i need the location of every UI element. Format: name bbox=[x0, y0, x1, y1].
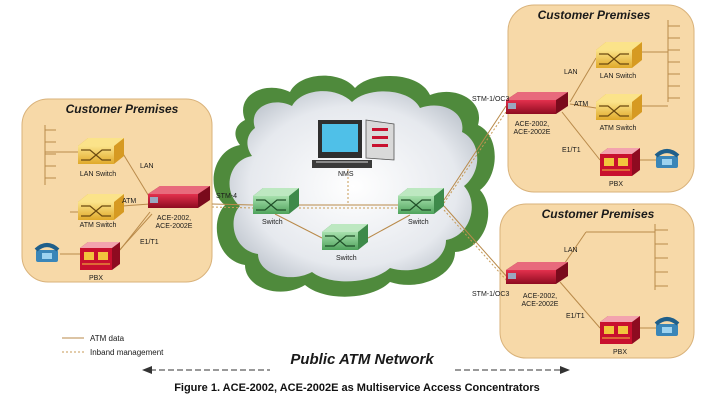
top-right-lan-switch-label: LAN Switch bbox=[600, 73, 636, 80]
bottom-right-premises-title: Customer Premises bbox=[542, 207, 655, 221]
left-ace-device-icon bbox=[148, 186, 210, 208]
bottom-right-ace-device-icon bbox=[506, 262, 568, 284]
top-right-ace-device-icon bbox=[506, 92, 568, 114]
left-atm-switch-icon bbox=[77, 193, 125, 221]
left-premises-panel bbox=[21, 98, 213, 283]
left-lan-switch-icon bbox=[77, 137, 125, 165]
atm-data-links bbox=[44, 20, 680, 329]
top-right-lan-switch-icon bbox=[595, 41, 643, 69]
switch-left-icon bbox=[252, 187, 300, 215]
legend: ATM data Inband management bbox=[62, 334, 164, 357]
bottom-right-lan-label: LAN bbox=[564, 247, 578, 254]
left-e1t1-label: E1/T1 bbox=[140, 239, 159, 246]
left-ace-label-1: ACE-2002, bbox=[157, 215, 191, 222]
top-right-premises-title: Customer Premises bbox=[538, 8, 651, 22]
bottom-right-ace-label-2: ACE-2002E bbox=[522, 301, 559, 308]
top-right-pbx-label: PBX bbox=[609, 181, 623, 188]
bottom-right-pbx-label: PBX bbox=[613, 349, 627, 356]
switch-right-icon bbox=[397, 187, 445, 215]
switch-right-label: Switch bbox=[408, 219, 429, 226]
switch-left-label: Switch bbox=[262, 219, 283, 226]
top-right-stm-label: STM-1/OC3 bbox=[472, 96, 509, 103]
top-right-pbx-icon bbox=[599, 147, 641, 177]
top-right-atm-label: ATM bbox=[574, 101, 588, 108]
public-atm-network-arrow bbox=[142, 366, 570, 374]
left-atm-label: ATM bbox=[122, 198, 136, 205]
bottom-right-premises-panel bbox=[499, 203, 695, 359]
left-pbx-label: PBX bbox=[89, 275, 103, 282]
atm-cloud-inner bbox=[229, 91, 478, 282]
public-atm-network-label: Public ATM Network bbox=[290, 351, 434, 368]
top-right-lan-label: LAN bbox=[564, 69, 578, 76]
switch-bottom-icon bbox=[321, 223, 369, 251]
left-ace-label-2: ACE-2002E bbox=[156, 223, 193, 230]
bottom-right-ace-label-1: ACE-2002, bbox=[523, 293, 557, 300]
top-right-atm-switch-icon bbox=[595, 93, 643, 121]
left-premises-title: Customer Premises bbox=[66, 102, 179, 116]
bottom-right-stm-label: STM-1/OC3 bbox=[472, 291, 509, 298]
top-right-atm-switch-label: ATM Switch bbox=[600, 125, 637, 132]
nms-workstation-icon bbox=[312, 119, 395, 168]
top-right-ace-label-2: ACE-2002E bbox=[514, 129, 551, 136]
nms-label: NMS bbox=[338, 171, 354, 178]
top-right-e1t1-label: E1/T1 bbox=[562, 147, 581, 154]
top-right-ace-label-1: ACE-2002, bbox=[515, 121, 549, 128]
left-lan-label: LAN bbox=[140, 163, 154, 170]
left-lan-switch-label: LAN Switch bbox=[80, 171, 116, 178]
legend-atm-data-label: ATM data bbox=[90, 334, 125, 343]
bottom-right-pbx-icon bbox=[599, 315, 641, 345]
left-atm-switch-label: ATM Switch bbox=[80, 222, 117, 229]
legend-inband-label: Inband management bbox=[90, 348, 164, 357]
figure-caption: Figure 1. ACE-2002, ACE-2002E as Multise… bbox=[174, 382, 540, 394]
inband-management-links bbox=[211, 108, 509, 283]
bottom-right-e1t1-label: E1/T1 bbox=[566, 313, 585, 320]
switch-bottom-label: Switch bbox=[336, 255, 357, 262]
stm4-label: STM-4 bbox=[216, 193, 237, 200]
left-pbx-icon bbox=[79, 241, 121, 271]
